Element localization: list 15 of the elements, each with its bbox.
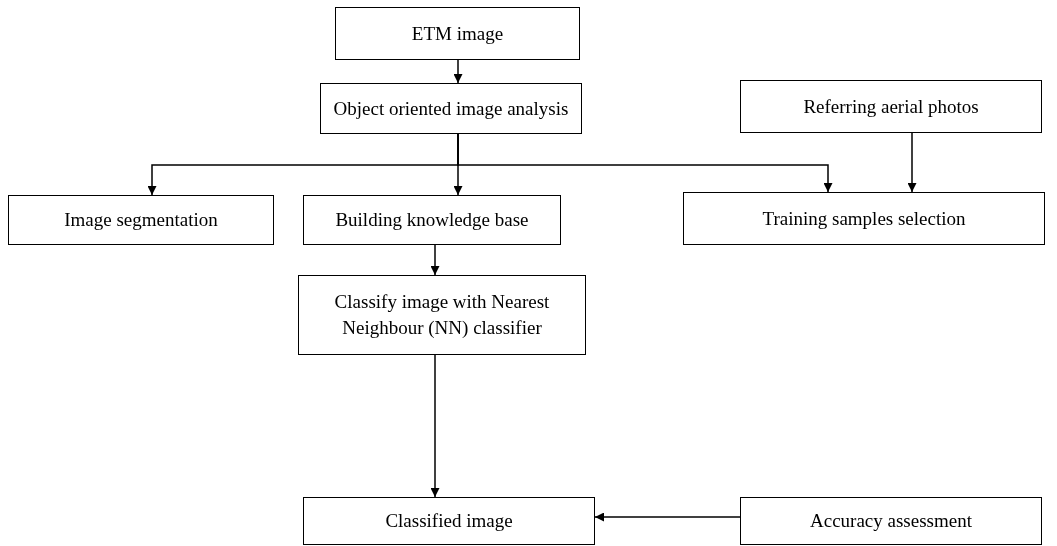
process-box: Referring aerial photos — [740, 80, 1042, 133]
process-box: Image segmentation — [8, 195, 274, 245]
process-box: Object oriented image analysis — [320, 83, 582, 134]
process-box: Classify image with Nearest Neighbour (NN) classifier — [298, 275, 586, 355]
arrow — [453, 59, 463, 84]
process-box: Classified image — [303, 497, 595, 545]
process-box: Accuracy assessment — [740, 497, 1042, 545]
arrow — [430, 354, 440, 498]
process-box: Building knowledge base — [303, 195, 561, 245]
arrow — [457, 133, 833, 193]
arrow — [430, 244, 440, 276]
process-box: Training samples selection — [683, 192, 1045, 245]
process-box: ETM image — [335, 7, 580, 60]
arrow — [594, 512, 741, 522]
arrow — [907, 132, 917, 193]
